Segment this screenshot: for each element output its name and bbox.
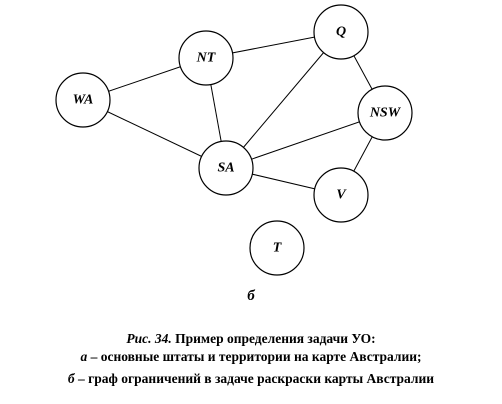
node-circle-v bbox=[313, 167, 369, 223]
node-label-q: Q bbox=[336, 25, 346, 40]
figure-number: Рис. 34. bbox=[126, 331, 172, 346]
node-label-nsw: NSW bbox=[369, 106, 402, 121]
figure-caption-line-3: б – граф ограничений в задаче раскраски … bbox=[0, 370, 502, 387]
edge-q-sa bbox=[225, 31, 342, 169]
node-circle-t bbox=[249, 220, 305, 276]
node-circle-wa bbox=[55, 72, 111, 128]
node-circle-sa bbox=[198, 140, 254, 196]
node-v: V bbox=[313, 167, 369, 223]
node-label-sa: SA bbox=[217, 161, 234, 176]
node-t: T bbox=[249, 220, 305, 276]
figure-title: Пример определения задачи УО: bbox=[171, 331, 376, 346]
node-sa: SA bbox=[198, 140, 254, 196]
node-label-t: T bbox=[273, 241, 283, 256]
node-label-nt: NT bbox=[196, 51, 217, 66]
node-label-v: V bbox=[336, 188, 347, 203]
node-circle-nsw bbox=[357, 85, 413, 141]
diagram-sublabel: б bbox=[247, 288, 255, 304]
node-label-wa: WA bbox=[73, 93, 94, 108]
caption-item-a-text: – основные штаты и территории на карте А… bbox=[87, 349, 422, 364]
caption-item-b-letter: б bbox=[67, 371, 75, 386]
node-circle-nt bbox=[178, 30, 234, 86]
node-circle-q bbox=[313, 4, 369, 60]
graph-nodes: WA NT Q NSW SA V T bbox=[55, 4, 413, 276]
edge-nsw-sa bbox=[225, 112, 386, 169]
figure-caption-line-1: Рис. 34. Пример определения задачи УО: bbox=[0, 330, 502, 347]
node-q: Q bbox=[313, 4, 369, 60]
caption-item-b-text: – граф ограничений в задаче раскраски ка… bbox=[74, 371, 435, 386]
node-wa: WA bbox=[55, 72, 111, 128]
node-nsw: NSW bbox=[357, 85, 413, 141]
figure-caption-line-2: а – основные штаты и территории на карте… bbox=[0, 348, 502, 365]
node-nt: NT bbox=[178, 30, 234, 86]
caption-item-a-letter: а bbox=[80, 349, 88, 364]
